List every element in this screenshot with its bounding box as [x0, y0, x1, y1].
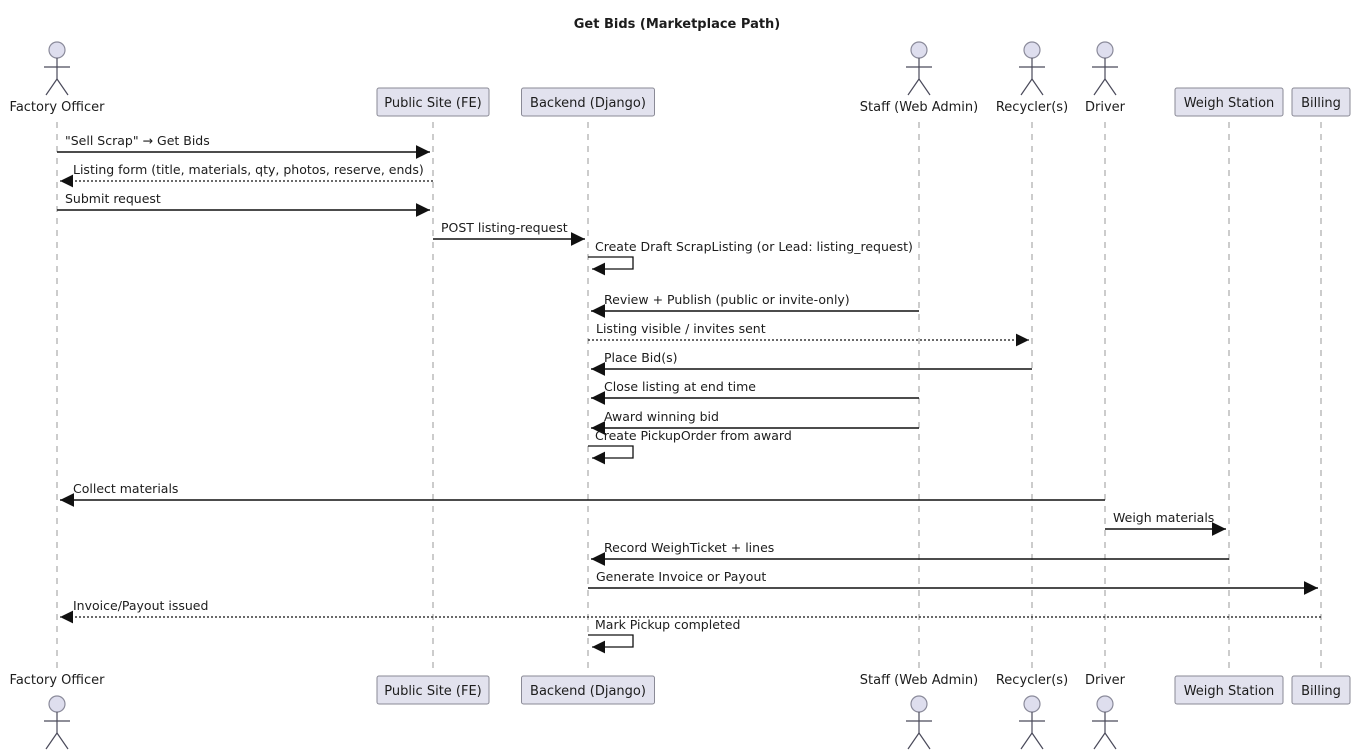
- message-7-listing-visible-invites-sent[interactable]: Listing visible / invites sent: [588, 321, 1029, 347]
- participant-fe[interactable]: Public Site (FE) Public Site (FE): [376, 87, 490, 705]
- message-label-12: Collect materials: [73, 481, 178, 496]
- participant-label-staff-bottom: Staff (Web Admin): [860, 673, 978, 688]
- participant-box-backend-top[interactable]: [521, 87, 655, 117]
- actor-head-driver-top: [1096, 41, 1114, 59]
- message-1-sell-scrap-get-bids[interactable]: "Sell Scrap" → Get Bids: [57, 133, 430, 159]
- message-label-4: POST listing-request: [441, 220, 568, 235]
- message-label-15: Generate Invoice or Payout: [596, 569, 766, 584]
- participant-label-staff-top: Staff (Web Admin): [860, 100, 978, 115]
- message-3-submit-request[interactable]: Submit request: [57, 191, 430, 217]
- actor-leg-left-driver-top: [1093, 78, 1106, 96]
- message-2-listing-form-title-materials-qty-photos-reserve-ends[interactable]: Listing form (title, materials, qty, pho…: [60, 162, 433, 188]
- participant-label-recycler-top: Recycler(s): [996, 100, 1068, 115]
- participant-label-fe-bottom: Public Site (FE): [384, 684, 482, 699]
- participant-label-fe-top: Public Site (FE): [384, 96, 482, 111]
- message-label-16: Invoice/Payout issued: [73, 598, 208, 613]
- actor-leg-left-staff-top: [907, 78, 920, 96]
- participant-label-billing-bottom: Billing: [1301, 684, 1341, 699]
- message-label-14: Record WeighTicket + lines: [604, 540, 774, 555]
- message-line-self-5: [588, 256, 634, 276]
- participant-staff[interactable]: Staff (Web Admin) Staff (Web Admin): [860, 41, 978, 750]
- message-label-10: Award winning bid: [604, 409, 719, 424]
- diagram-title: Get Bids (Marketplace Path): [574, 17, 781, 32]
- message-11-create-pickuporder-from-award[interactable]: Create PickupOrder from award: [588, 428, 792, 465]
- participant-label-factory-bottom: Factory Officer: [10, 673, 106, 688]
- message-label-1: "Sell Scrap" → Get Bids: [65, 133, 210, 148]
- actor-leg-left-factory-bottom: [45, 732, 58, 750]
- actor-head-factory-top: [48, 41, 66, 59]
- message-label-2: Listing form (title, materials, qty, pho…: [73, 162, 424, 177]
- participant-box-fe-top[interactable]: [376, 87, 490, 117]
- participant-label-driver-bottom: Driver: [1085, 673, 1126, 688]
- message-label-7: Listing visible / invites sent: [596, 321, 766, 336]
- participant-backend[interactable]: Backend (Django) Backend (Django): [521, 87, 655, 705]
- message-14-record-weighticket-lines[interactable]: Record WeighTicket + lines: [591, 540, 1229, 566]
- message-label-11: Create PickupOrder from award: [595, 428, 792, 443]
- actor-leg-left-recycler-bottom: [1020, 732, 1033, 750]
- actor-leg-right-driver-top: [1104, 78, 1117, 96]
- actor-head-staff-bottom: [910, 695, 928, 713]
- message-5-create-draft-scraplisting-or-lead-listing-request[interactable]: Create Draft ScrapListing (or Lead: list…: [588, 239, 913, 276]
- actor-head-recycler-top: [1023, 41, 1041, 59]
- message-label-8: Place Bid(s): [604, 350, 677, 365]
- participant-label-factory-top: Factory Officer: [10, 100, 106, 115]
- message-label-17: Mark Pickup completed: [595, 617, 740, 632]
- actor-leg-right-staff-top: [918, 78, 931, 96]
- participant-box-backend-bottom[interactable]: [521, 675, 655, 705]
- message-12-collect-materials[interactable]: Collect materials: [59, 481, 1105, 507]
- message-line-self-17: [588, 634, 634, 654]
- message-13-weigh-materials[interactable]: Weigh materials: [1105, 510, 1226, 536]
- message-6-review-publish-public-or-invite-only[interactable]: Review + Publish (public or invite-only): [591, 292, 919, 318]
- participant-label-backend-top: Backend (Django): [530, 96, 646, 111]
- message-10-award-winning-bid[interactable]: Award winning bid: [591, 409, 919, 435]
- participant-box-weigh-top[interactable]: [1174, 87, 1284, 117]
- participant-label-weigh-bottom: Weigh Station: [1184, 684, 1275, 699]
- actor-head-driver-bottom: [1096, 695, 1114, 713]
- participant-recycler[interactable]: Recycler(s) Recycler(s): [996, 41, 1068, 750]
- message-8-place-bid-s[interactable]: Place Bid(s): [591, 350, 1032, 376]
- message-15-generate-invoice-or-payout[interactable]: Generate Invoice or Payout: [588, 569, 1318, 595]
- actor-head-staff-top: [910, 41, 928, 59]
- actor-leg-right-factory-bottom: [56, 732, 69, 750]
- message-label-9: Close listing at end time: [604, 379, 756, 394]
- participant-box-billing-top[interactable]: [1291, 87, 1351, 117]
- participant-box-fe-bottom[interactable]: [376, 675, 490, 705]
- message-16-invoice-payout-issued[interactable]: Invoice/Payout issued: [60, 598, 1321, 624]
- message-9-close-listing-at-end-time[interactable]: Close listing at end time: [591, 379, 919, 405]
- participant-label-weigh-top: Weigh Station: [1184, 96, 1275, 111]
- message-4-post-listing-request[interactable]: POST listing-request: [433, 220, 585, 246]
- actor-leg-right-factory-top: [56, 78, 69, 96]
- actor-leg-right-staff-bottom: [918, 732, 931, 750]
- actor-leg-right-recycler-bottom: [1031, 732, 1044, 750]
- participant-label-recycler-bottom: Recycler(s): [996, 673, 1068, 688]
- message-label-3: Submit request: [65, 191, 161, 206]
- message-17-mark-pickup-completed[interactable]: Mark Pickup completed: [588, 617, 740, 654]
- participant-box-billing-bottom[interactable]: [1291, 675, 1351, 705]
- message-label-6: Review + Publish (public or invite-only): [604, 292, 850, 307]
- participant-label-backend-bottom: Backend (Django): [530, 684, 646, 699]
- message-label-13: Weigh materials: [1113, 510, 1214, 525]
- actor-leg-left-driver-bottom: [1093, 732, 1106, 750]
- participant-box-weigh-bottom[interactable]: [1174, 675, 1284, 705]
- participant-label-billing-top: Billing: [1301, 96, 1341, 111]
- actor-head-factory-bottom: [48, 695, 66, 713]
- actor-leg-right-recycler-top: [1031, 78, 1044, 96]
- actor-leg-right-driver-bottom: [1104, 732, 1117, 750]
- actor-leg-left-factory-top: [45, 78, 58, 96]
- participant-label-driver-top: Driver: [1085, 100, 1126, 115]
- message-line-self-11: [588, 445, 634, 465]
- actor-leg-left-recycler-top: [1020, 78, 1033, 96]
- actor-head-recycler-bottom: [1023, 695, 1041, 713]
- message-label-5: Create Draft ScrapListing (or Lead: list…: [595, 239, 913, 254]
- actor-leg-left-staff-bottom: [907, 732, 920, 750]
